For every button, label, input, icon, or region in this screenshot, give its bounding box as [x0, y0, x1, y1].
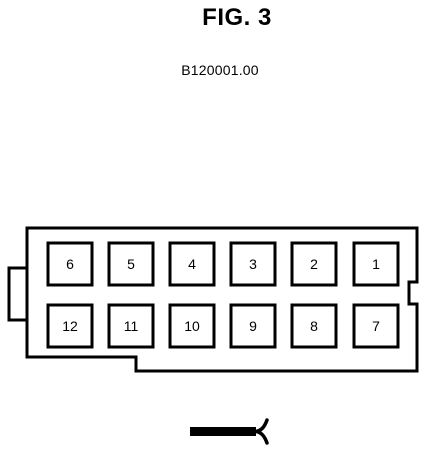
connector-pin-label: 7 — [372, 318, 380, 334]
connector-pin-cell — [229, 303, 277, 349]
connector-pin-cell — [168, 303, 216, 349]
connector-pin-label: 9 — [249, 318, 257, 334]
connector-pin-label: 6 — [66, 256, 74, 272]
connector-pin-cell — [352, 303, 400, 349]
connector-pin-label: 11 — [124, 318, 139, 334]
connector-pin-label: 12 — [62, 318, 78, 334]
connector-pin-8: 8 — [290, 303, 338, 349]
connector-pin-1: 1 — [352, 241, 400, 287]
connector-pin-7: 7 — [352, 303, 400, 349]
connector-pin-cell — [46, 303, 94, 349]
connector-pin-6: 6 — [46, 241, 94, 287]
connector-pin-cell — [107, 303, 155, 349]
connector-pin-5: 5 — [107, 241, 155, 287]
bottom-row-pins: 12 11 10 9 8 7 — [46, 303, 400, 349]
connector-pin-cell — [290, 241, 338, 287]
connector-pin-cell — [352, 241, 400, 287]
connector-pin-label: 5 — [127, 256, 135, 272]
connector-pin-2: 2 — [290, 241, 338, 287]
connector-pin-label: 10 — [184, 318, 200, 334]
connector-pin-label: 2 — [310, 256, 318, 272]
connector-pin-cell — [290, 303, 338, 349]
connector-pin-label: 4 — [188, 256, 196, 272]
wire-harness-icon — [190, 418, 269, 445]
top-row-pins: 6 5 4 3 2 1 — [46, 241, 400, 287]
connector-pin-cell — [168, 241, 216, 287]
connector-pin-12: 12 — [46, 303, 94, 349]
connector-pin-9: 9 — [229, 303, 277, 349]
connector-pin-cell — [229, 241, 277, 287]
connector-locking-tab — [7, 266, 27, 322]
connector-pin-cell — [46, 241, 94, 287]
connector-pin-label: 3 — [249, 256, 257, 272]
connector-housing — [25, 226, 419, 373]
figure-title: FIG. 3 — [202, 4, 272, 31]
connector-pin-3: 3 — [229, 241, 277, 287]
connector-pin-11: 11 — [107, 303, 155, 349]
figure-reference-code: B120001.00 — [181, 62, 259, 78]
connector-pin-label: 8 — [310, 318, 318, 334]
connector-pin-10: 10 — [168, 303, 216, 349]
connector-pin-cell — [107, 241, 155, 287]
connector-pin-4: 4 — [168, 241, 216, 287]
connector-pin-label: 1 — [372, 256, 380, 272]
